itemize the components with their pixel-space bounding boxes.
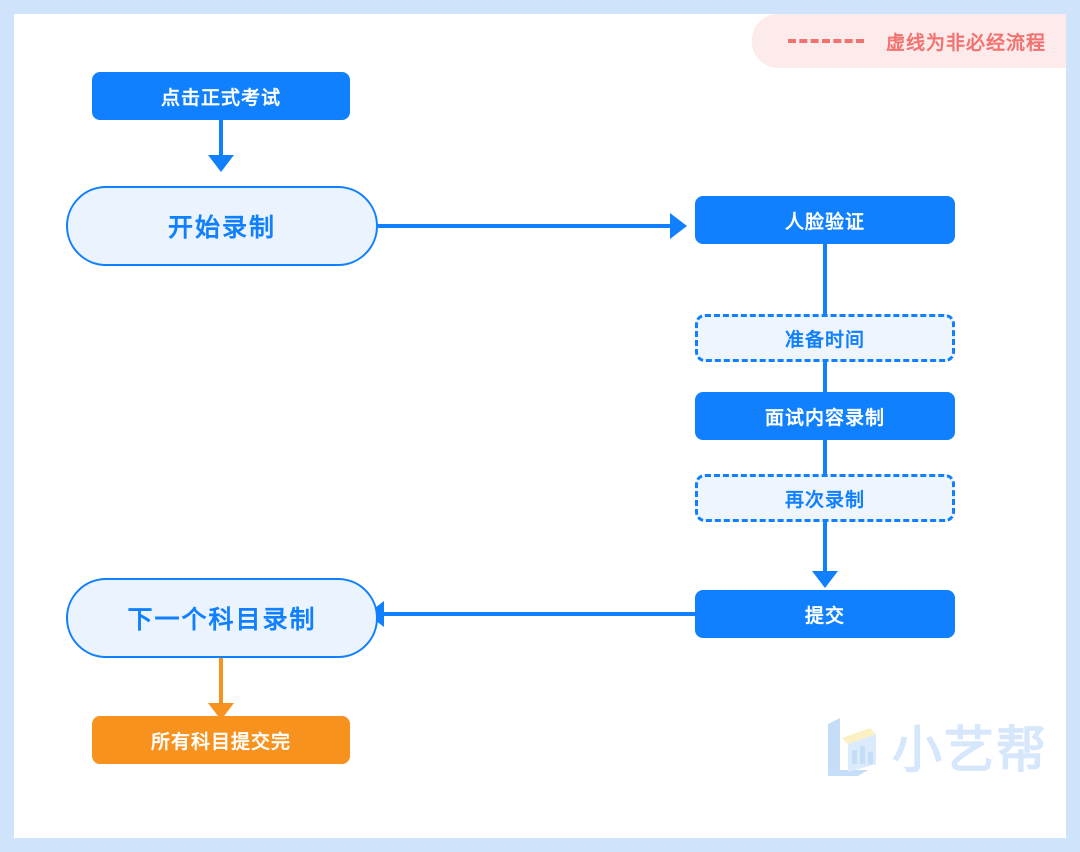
node-interview-recording[interactable]: 面试内容录制 <box>695 392 955 440</box>
edge-submit-to-next-subject-line <box>384 612 695 616</box>
node-next-subject[interactable]: 下一个科目录制 <box>66 578 378 658</box>
node-all-subjects-submitted[interactable]: 所有科目提交完 <box>92 716 350 764</box>
node-re-record[interactable]: 再次录制 <box>695 474 955 522</box>
edge-start-exam-to-begin-record-arrow <box>208 155 234 172</box>
node-prep-time[interactable]: 准备时间 <box>695 314 955 362</box>
edge-face-verify-to-prep-time-line <box>823 244 827 316</box>
node-face-verify[interactable]: 人脸验证 <box>695 196 955 244</box>
dashed-line-icon <box>788 39 864 43</box>
flowchart-canvas: 虚线为非必经流程 点击正式考试 开始录制 人脸验证 准备时间 面试内容录制 再次… <box>14 14 1066 838</box>
xiaoyibang-cube-logo-icon <box>824 716 880 783</box>
watermark: 小艺帮 <box>824 716 1048 783</box>
edge-rerecord-to-submit-arrow <box>812 571 838 588</box>
edge-prep-time-to-interview-line <box>823 362 827 394</box>
edge-begin-record-to-face-verify-arrow <box>670 213 687 239</box>
edge-start-exam-to-begin-record-line <box>219 120 223 158</box>
node-begin-record[interactable]: 开始录制 <box>66 186 378 266</box>
legend-banner: 虚线为非必经流程 <box>752 14 1066 68</box>
edge-begin-record-to-face-verify-line <box>378 224 674 228</box>
watermark-text: 小艺帮 <box>892 721 1048 778</box>
edge-next-subject-to-all-done-arrow <box>208 703 234 720</box>
legend-label: 虚线为非必经流程 <box>886 32 1047 54</box>
node-start-exam[interactable]: 点击正式考试 <box>92 72 350 120</box>
edge-next-subject-to-all-done-line <box>219 658 223 706</box>
node-submit[interactable]: 提交 <box>695 590 955 638</box>
edge-rerecord-to-submit-line <box>823 522 827 574</box>
edge-interview-to-rerecord-line <box>823 440 827 476</box>
